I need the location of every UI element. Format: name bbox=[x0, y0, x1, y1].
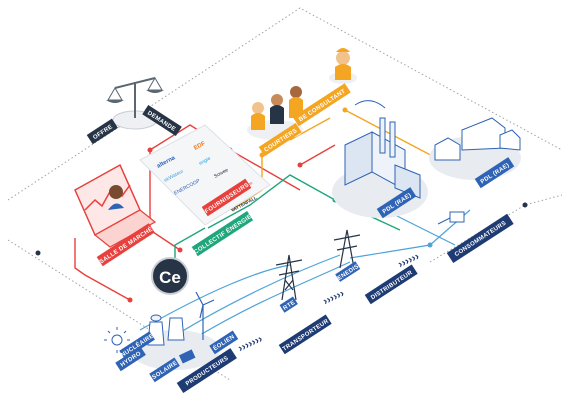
factory-icon bbox=[332, 100, 428, 218]
transporteur-label: TRANSPORTEUR bbox=[282, 318, 331, 352]
sun-icon bbox=[104, 327, 130, 353]
plug-icon bbox=[437, 211, 465, 225]
pylon-rte-icon bbox=[275, 254, 303, 301]
arrow-chevrons-2: ›››››› bbox=[321, 287, 346, 307]
arrow-chevrons-1: ››››››› bbox=[236, 333, 265, 355]
svg-text:››››››: ›››››› bbox=[321, 287, 346, 307]
supplier-logo-edf: EDF bbox=[193, 141, 207, 152]
offre-tag: OFFRE bbox=[86, 118, 118, 145]
rte-label: RTE bbox=[282, 300, 296, 312]
enedis-badge: ENEDIS bbox=[335, 261, 360, 282]
distributeur-tag: DISTRIBUTEUR bbox=[364, 264, 418, 305]
suppliers-card: alterna EDF ekWateur engie ENERCOOP Sowe… bbox=[139, 124, 271, 226]
transporteur-tag: TRANSPORTEUR bbox=[278, 314, 332, 355]
trading-room-laptop-icon bbox=[74, 163, 157, 248]
ce-logo-text: Ce bbox=[159, 268, 181, 287]
pylon-enedis-icon bbox=[333, 229, 361, 269]
blue-lines bbox=[139, 209, 471, 346]
consommateurs-label: CONSOMMATEURS bbox=[454, 220, 508, 258]
distributeur-label: DISTRIBUTEUR bbox=[370, 270, 414, 302]
be-consultant-person-icon bbox=[329, 48, 357, 84]
be-consultant-label: BE CONSULTANT bbox=[298, 89, 347, 124]
supplier-logo-engie: engie bbox=[198, 156, 212, 167]
wind-turbine-icon bbox=[195, 291, 215, 340]
ce-logo: Ce bbox=[151, 257, 189, 295]
svg-text:›››››››: ››››››› bbox=[236, 333, 265, 355]
